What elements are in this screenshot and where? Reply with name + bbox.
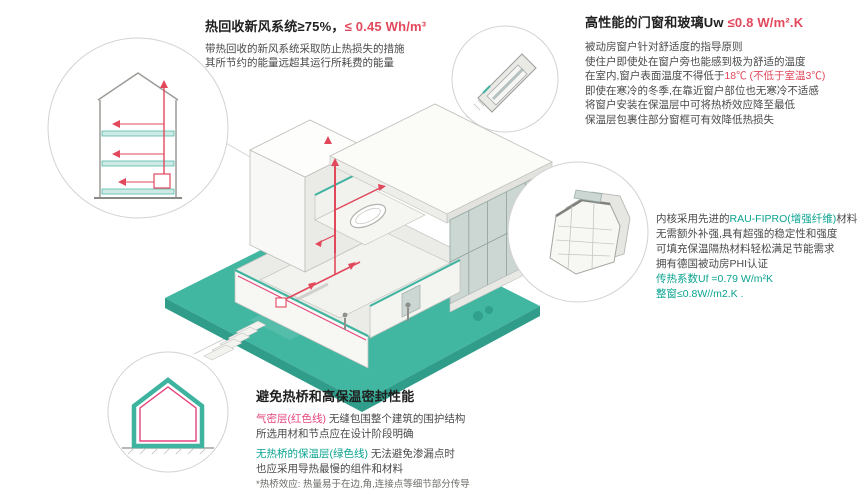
ventilation-title-red: ≤ 0.45 Wh/m³ [344,19,427,34]
windows-title-black: 高性能的门窗和玻璃Uw [585,15,728,30]
ventilation-duct-lines [275,136,386,308]
profile-line-1-green: RAU-FIPRO(增强纤维) [729,213,837,225]
thermal-line-1-black: 无缝包围整个建筑的围护结构 [326,413,466,425]
windows-line-6: 保温层包裹住部分窗框可有效降低热损失 [585,113,774,126]
profile-line-6: 整窗≤0.8W//m2.K . [656,288,744,300]
thermal-line-3-green: 无热桥的保温层(绿色线) [256,448,368,460]
profile-callout-circle [507,161,649,303]
windows-line-3-red: 18℃ (不低于室温3℃) [724,70,826,82]
windows-text-block: 高性能的门窗和玻璃Uw ≤0.8 W/m².K 被动房窗户针对舒适度的指导原则 … [585,12,825,127]
profile-text-block: 内核采用先进的RAU-FIPRO(增强纤维)材料 无需额外补强,具有超强的稳定性… [656,212,857,302]
ventilation-line-2: 其所节约的能量远超其运行所耗费的能量 [205,57,394,69]
plants [473,306,493,321]
section-callout-circle [47,37,229,219]
house-section-drawing [94,72,182,199]
envelope-callout-circle [107,351,229,473]
ventilation-title: 热回收新风系统≥75%，≤ 0.45 Wh/m³ [205,16,426,35]
airtight-red-line [139,386,197,442]
windows-line-3: 在室内,窗户表面温度不得低于18℃ (不低于室温3℃) [585,69,825,84]
bathroom-mezzanine [314,189,426,246]
windows-title-red: ≤0.8 W/m².K [727,15,804,30]
thermal-line-3-black: 无法避免渗漏点时 [368,448,455,460]
insulation-green-line [131,377,205,449]
person-figures [342,302,411,330]
window-corner-drawing [473,53,537,113]
profile-line-4: 拥有德国被动房PHI认证 [656,258,769,270]
house-cutaway-illustration [165,103,553,412]
thermal-title: 避免热桥和高保温密封性能 [256,389,415,404]
windows-line-5: 将窗户安装在保温层中可将热桥效应降至最低 [585,99,795,111]
windows-title: 高性能的门窗和玻璃Uw ≤0.8 W/m².K [585,12,825,31]
windows-line-4: 即使在寒冷的冬季,在靠近窗户部位也无寒冷不适感 [585,84,819,97]
thermal-text-block: 避免热桥和高保温密封性能 气密层(红色线) 无缝包围整个建筑的围护结构 所选用材… [256,386,470,492]
windows-line-3-black: 在室内,窗户表面温度不得低于 [585,70,725,82]
profile-line-1: 内核采用先进的RAU-FIPRO(增强纤维)材料 [656,212,857,227]
ground-floor-front-wall [369,259,461,339]
window-profile-drawing [549,189,631,275]
roof-slab [329,103,553,224]
profile-line-1-black2: 材料 [836,213,858,225]
windows-line-1: 被动房窗户针对舒适度的指导原则 [585,41,743,53]
garden-stairs [203,320,267,361]
thermal-line-3: 无热桥的保温层(绿色线) 无法避免渗漏点时 [256,447,470,462]
thermal-line-1: 气密层(红色线) 无缝包围整个建筑的围护结构 [256,412,470,427]
window-corner-callout-circle [451,25,559,133]
thermal-note: *热桥效应: 热量易于在边,角,连接点等细节部分传导 [256,479,470,490]
thermal-line-4: 也应采用导热最慢的组件和材料 [256,462,403,475]
ventilation-line-1: 带热回收的新风系统采取防止热损失的措施 [205,43,405,55]
ventilation-title-black: 热回收新风系统≥75%， [205,19,345,34]
profile-line-3: 可填充保温隔热材料轻松满足节能需求 [656,243,835,255]
thermal-line-2: 所选用材和节点应在设计阶段明确 [256,427,414,440]
profile-line-1-black1: 内核采用先进的 [656,213,730,225]
thermal-line-1-magenta: 气密层(红色线) [256,413,326,425]
windows-line-2: 使住户即使处在窗户旁也能感到极为舒适的温度 [585,55,806,68]
ventilation-text-block: 热回收新风系统≥75%，≤ 0.45 Wh/m³ 带热回收的新风系统采取防止热损… [205,16,426,70]
thermal-envelope-drawing [122,377,214,455]
profile-line-5: 传热系数Uf =0.79 W/m²K [656,273,773,285]
profile-line-2: 无需额外补强,具有超强的稳定性和强度 [656,228,838,240]
